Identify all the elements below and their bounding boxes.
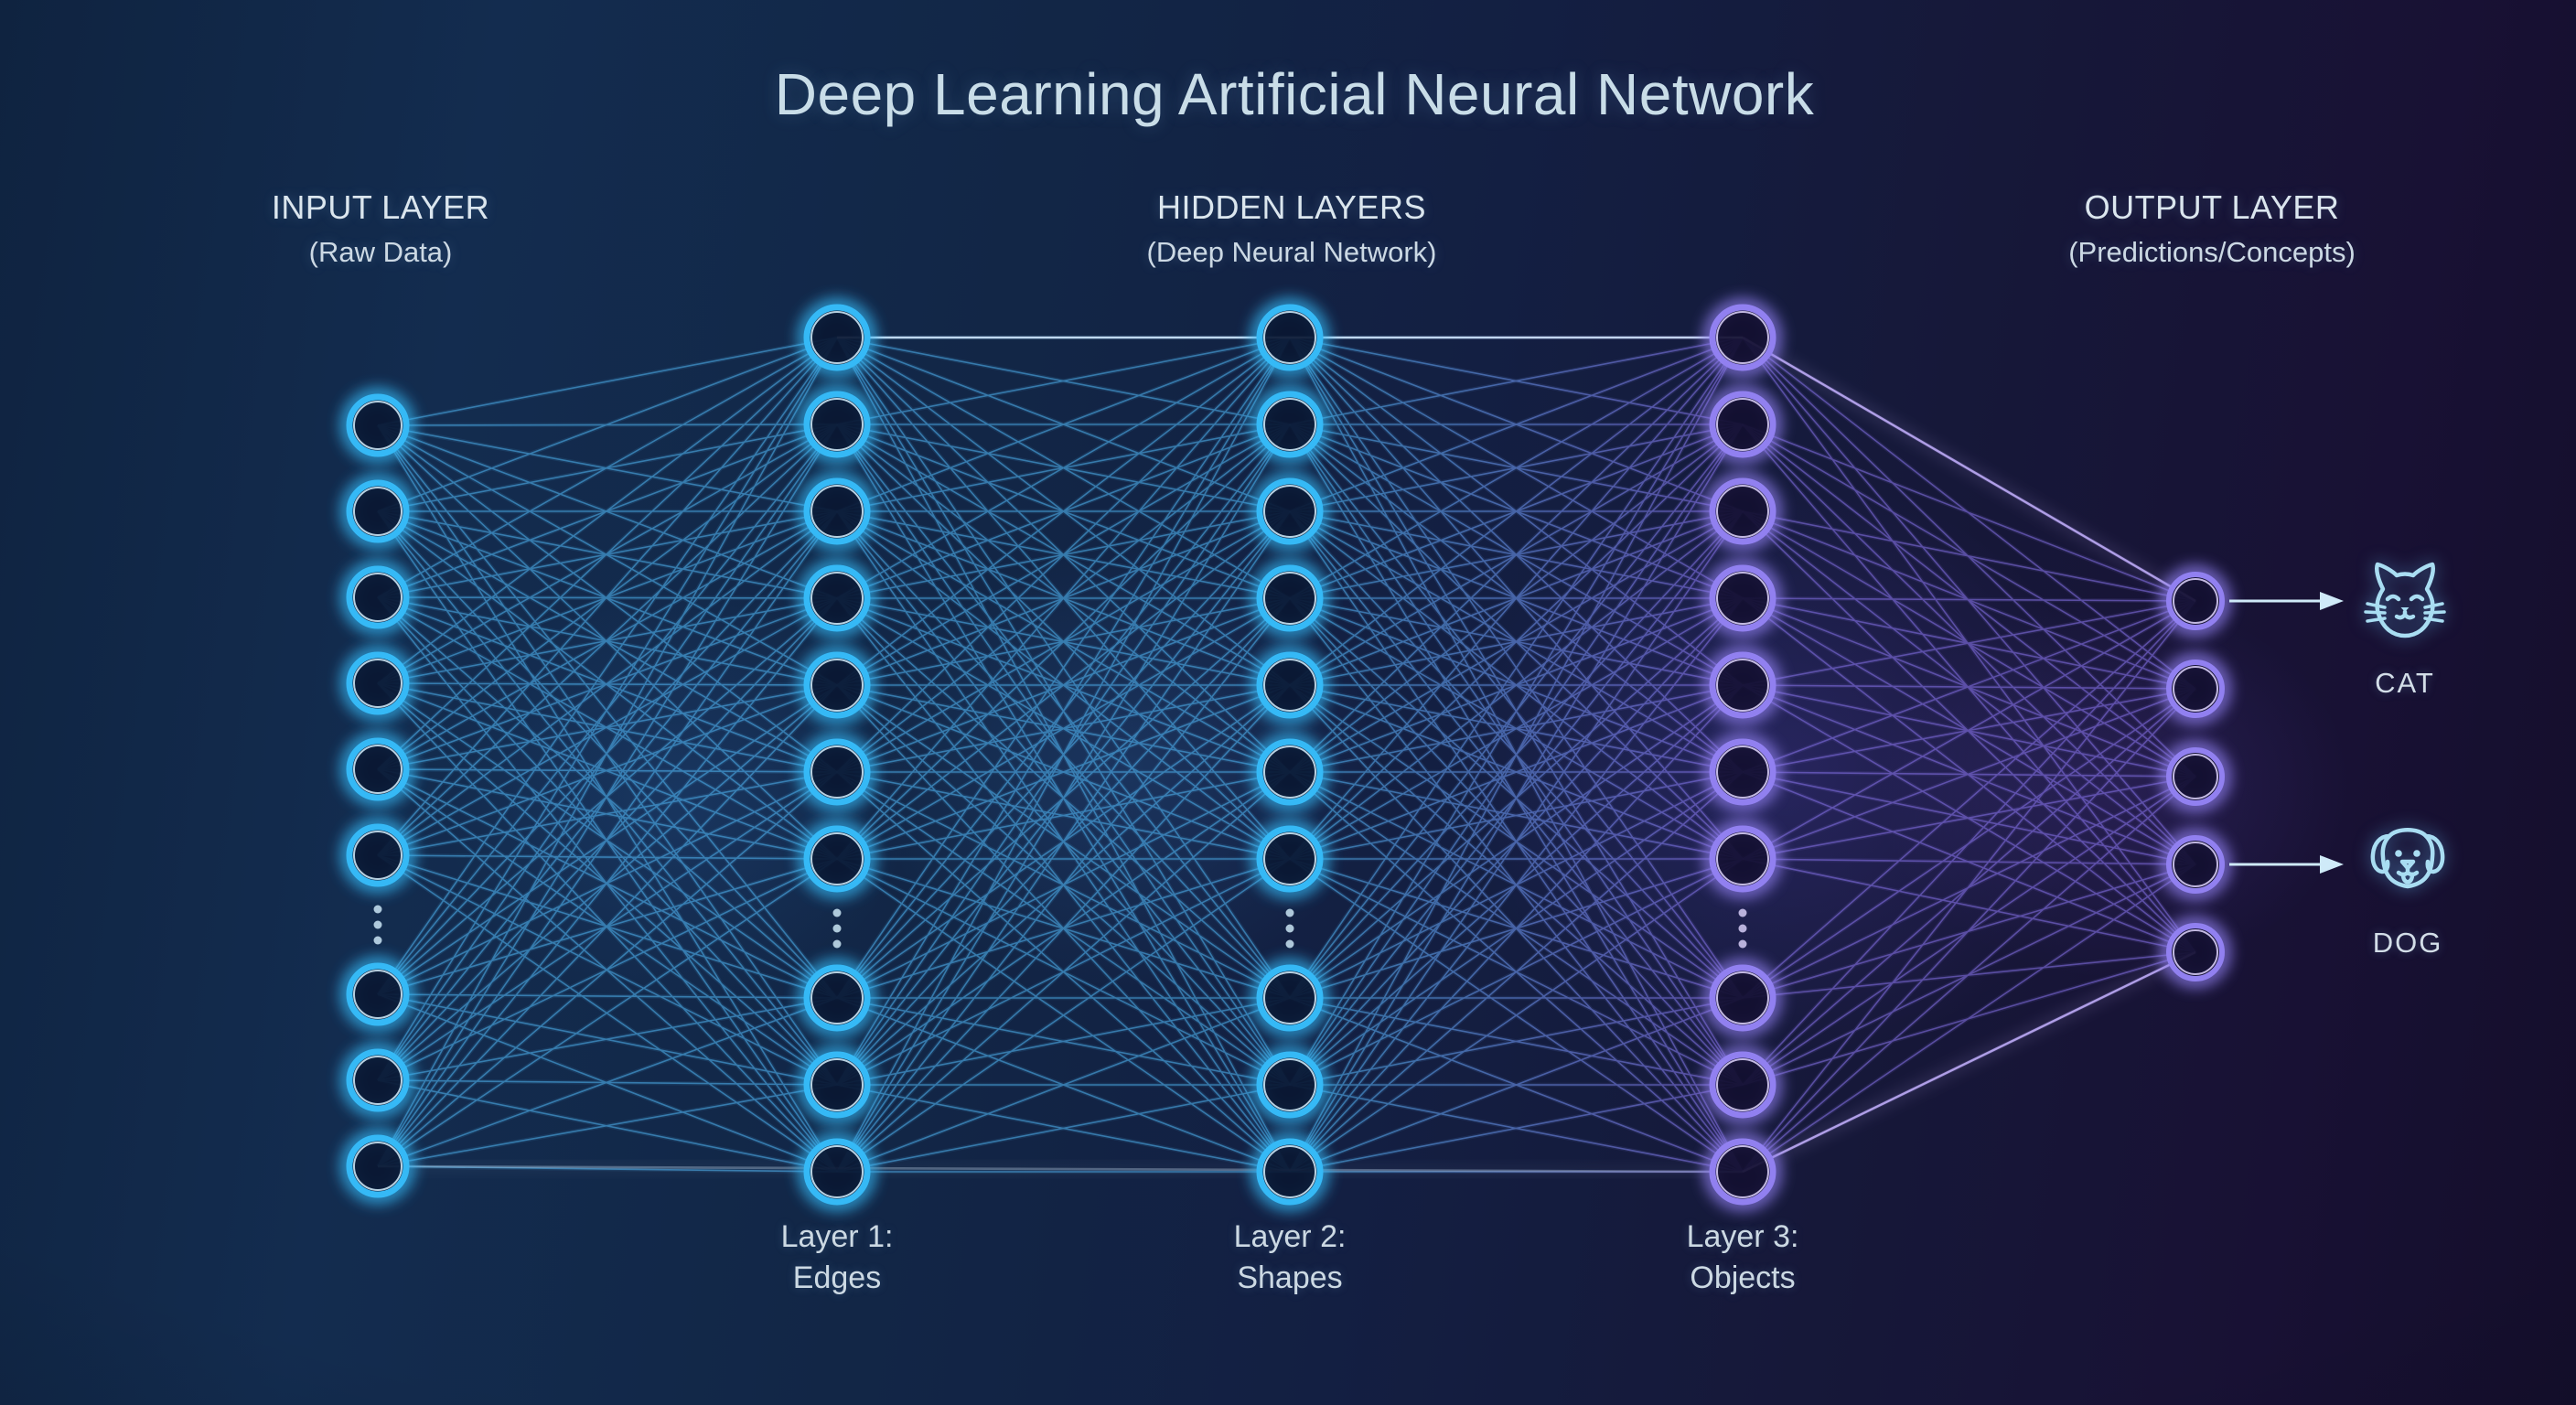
hidden-layer-2-ellipsis <box>1285 908 1294 949</box>
hidden-layer-2-node-1 <box>1251 299 1328 376</box>
output-layer-node-2 <box>2161 654 2230 724</box>
hidden-layers-label: HIDDEN LAYERS <box>1157 188 1426 226</box>
beam <box>1742 950 2196 1174</box>
hidden-layer-3-node-6 <box>1704 734 1781 810</box>
layer3-caption-sub: Objects <box>1690 1260 1796 1295</box>
arrow-to-dog <box>2229 855 2344 874</box>
hidden-layer-1-node-5 <box>799 647 875 724</box>
hidden-layer-3-node-7 <box>1704 820 1781 897</box>
output-layer-heading: OUTPUT LAYER (Predictions/Concepts) <box>2068 188 2356 269</box>
hidden-layer-2-node-9 <box>1251 1046 1328 1123</box>
beam <box>1742 336 2196 603</box>
cat-icon <box>2364 562 2446 638</box>
hidden-layer-2-node-3 <box>1251 473 1328 550</box>
cat-label: CAT <box>2375 667 2435 699</box>
input-layer-node-9 <box>341 1130 414 1203</box>
input-layer-sublabel: (Raw Data) <box>308 236 453 268</box>
hidden-layer-3-node-9 <box>1704 1046 1781 1123</box>
layer2-caption-title: Layer 2: <box>1233 1219 1347 1254</box>
arrow-to-cat <box>2229 592 2344 610</box>
input-layer-heading: INPUT LAYER (Raw Data) <box>272 188 489 269</box>
hidden-layer-2-node-8 <box>1251 960 1328 1036</box>
hidden-layer-1-node-9 <box>799 1046 875 1123</box>
hidden-layer-3-node-8 <box>1704 960 1781 1036</box>
hidden-layer-2-node-10 <box>1251 1133 1328 1210</box>
layer1-caption: Layer 1: Edges <box>781 1217 894 1299</box>
hidden-layer-1 <box>799 299 875 1210</box>
dog-output: DOG <box>2334 816 2481 960</box>
output-layer <box>2161 566 2230 987</box>
hidden-layer-3-node-5 <box>1704 647 1781 724</box>
output-layer-node-1 <box>2161 566 2230 636</box>
hidden-layer-1-ellipsis <box>832 908 842 949</box>
layer1-caption-sub: Edges <box>792 1260 882 1295</box>
hidden-layer-3-node-1 <box>1704 299 1781 376</box>
input-layer-node-6 <box>341 819 414 892</box>
hidden-layer-2-node-2 <box>1251 386 1328 463</box>
hidden-layer-1-node-2 <box>799 386 875 463</box>
layer3-caption: Layer 3: Objects <box>1687 1217 1799 1299</box>
edges-hidden-layer-1-to-hidden-layer-2 <box>836 337 1291 1173</box>
hidden-layer-1-node-10 <box>799 1133 875 1210</box>
hidden-layer-2 <box>1251 299 1328 1210</box>
hidden-layer-3-node-4 <box>1704 560 1781 637</box>
input-layer-node-3 <box>341 561 414 634</box>
cat-output: CAT <box>2332 556 2478 700</box>
hidden-layer-1-node-7 <box>799 820 875 897</box>
edges-input-layer-to-hidden-layer-1 <box>377 337 838 1173</box>
dog-icon <box>2370 828 2445 889</box>
edges-hidden-layer-3-to-output-layer <box>1742 337 2196 1173</box>
edges-hidden-layer-3-to-output-layer <box>1741 336 2197 1174</box>
input-layer-ellipsis <box>373 905 382 945</box>
input-layer-node-8 <box>341 1044 414 1117</box>
diagram-title: Deep Learning Artificial Neural Network <box>774 61 1815 127</box>
hidden-layer-1-node-4 <box>799 560 875 637</box>
output-layer-label: OUTPUT LAYER <box>2084 188 2340 226</box>
edges-hidden-layer-2-to-hidden-layer-3 <box>1289 337 1744 1173</box>
hidden-layer-2-node-4 <box>1251 560 1328 637</box>
hidden-layer-1-node-6 <box>799 734 875 810</box>
beam-glow <box>377 1163 1744 1175</box>
input-layer-node-4 <box>341 647 414 720</box>
hidden-layer-1-node-3 <box>799 473 875 550</box>
layer3-caption-title: Layer 3: <box>1686 1219 1799 1254</box>
hidden-layer-2-node-6 <box>1251 734 1328 810</box>
layer1-caption-title: Layer 1: <box>780 1219 894 1254</box>
hidden-layer-2-node-7 <box>1251 820 1328 897</box>
hidden-layer-1-node-1 <box>799 299 875 376</box>
output-layer-sublabel: (Predictions/Concepts) <box>2068 236 2356 268</box>
hidden-layer-2-node-5 <box>1251 647 1328 724</box>
layer2-caption: Layer 2: Shapes <box>1234 1217 1347 1299</box>
input-layer-node-2 <box>341 475 414 548</box>
input-layer-label: INPUT LAYER <box>271 188 490 226</box>
hidden-layer-1-node-8 <box>799 960 875 1036</box>
hidden-layers-sublabel: (Deep Neural Network) <box>1146 236 1437 268</box>
input-layer-node-5 <box>341 733 414 806</box>
layer2-caption-sub: Shapes <box>1237 1260 1343 1295</box>
hidden-layer-3-node-3 <box>1704 473 1781 550</box>
output-layer-node-4 <box>2161 830 2230 899</box>
input-layer-node-7 <box>341 958 414 1031</box>
hidden-layers-heading: HIDDEN LAYERS (Deep Neural Network) <box>1147 188 1437 269</box>
input-layer-node-1 <box>341 389 414 462</box>
dog-label: DOG <box>2372 927 2443 959</box>
beam <box>377 1164 1744 1174</box>
output-layer-node-5 <box>2161 917 2230 987</box>
output-layer-node-3 <box>2161 742 2230 811</box>
hidden-layer-3 <box>1704 299 1781 1210</box>
hidden-layer-3-node-10 <box>1704 1133 1781 1210</box>
hidden-layer-3-ellipsis <box>1738 908 1747 949</box>
hidden-layer-3-node-2 <box>1704 386 1781 463</box>
input-layer <box>341 389 414 1203</box>
